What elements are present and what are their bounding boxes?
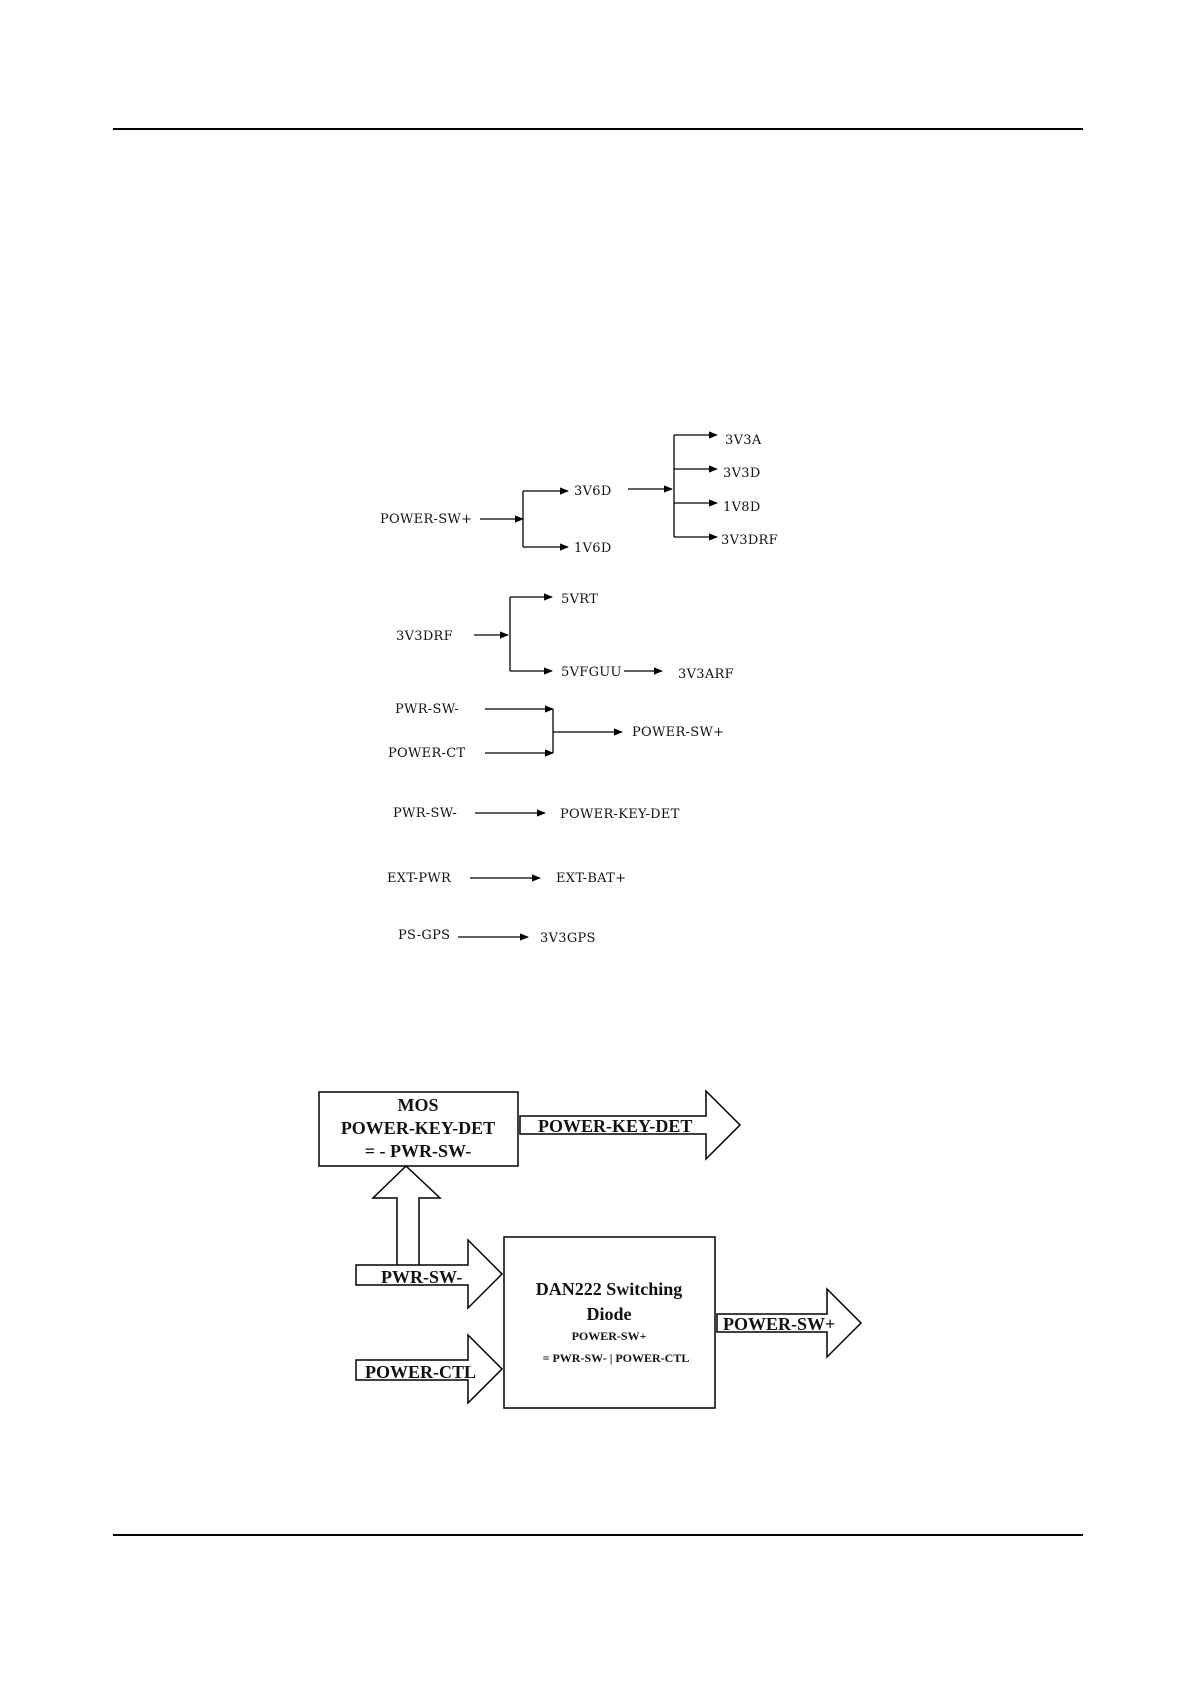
diode-formula-line1: POWER-SW+ [572, 1329, 647, 1343]
diode-formula-line2: = PWR-SW- | POWER-CTL [543, 1351, 690, 1365]
link-1-from-label: PWR-SW- [393, 806, 457, 821]
tree2-chain-3v3arf-label: 3V3ARF [678, 667, 734, 682]
power-key-det-arrow-label: POWER-KEY-DET [538, 1116, 692, 1136]
tree3-input-power-ct-label: POWER-CT [388, 746, 465, 761]
mos-box-line2: POWER-KEY-DET [341, 1118, 495, 1138]
tree2-out-5vfguu-label: 5VFGUU [561, 665, 622, 680]
tree1-out-3v3a-label: 3V3A [725, 433, 762, 448]
link-2-from-label: EXT-PWR [387, 871, 452, 886]
link-1-to-label: POWER-KEY-DET [560, 807, 680, 822]
tree2-source-label: 3V3DRF [396, 629, 453, 644]
tree1-out-3v3d-label: 3V3D [723, 466, 761, 481]
diode-title-line1: DAN222 Switching [536, 1279, 683, 1299]
power-sw-output-label: POWER-SW+ [723, 1314, 835, 1334]
tree1-mid-3v6d-label: 3V6D [574, 484, 612, 499]
diode-title-line2: Diode [587, 1304, 632, 1324]
pwr-sw-input-label: PWR-SW- [381, 1267, 462, 1287]
link-3-from-label: PS-GPS [398, 928, 450, 943]
tree2-out-5vrt-label: 5VRT [561, 592, 598, 607]
up-arrow-to-mos [373, 1166, 440, 1269]
tree1-out-3v3drf-label: 3V3DRF [721, 533, 778, 548]
tree3-input-pwr-sw-label: PWR-SW- [395, 702, 459, 717]
mos-box-title: MOS [397, 1095, 438, 1115]
mos-box-line3: = - PWR-SW- [365, 1141, 472, 1161]
tree1-out-1v8d-label: 1V8D [723, 500, 761, 515]
power-ctl-input-label: POWER-CTL [365, 1362, 476, 1382]
link-2-to-label: EXT-BAT+ [556, 871, 626, 886]
tree3-output-label: POWER-SW+ [632, 725, 724, 740]
link-3-to-label: 3V3GPS [540, 931, 596, 946]
tree1-mid-1v6d-label: 1V6D [574, 541, 612, 556]
tree1-source-label: POWER-SW+ [380, 512, 472, 527]
